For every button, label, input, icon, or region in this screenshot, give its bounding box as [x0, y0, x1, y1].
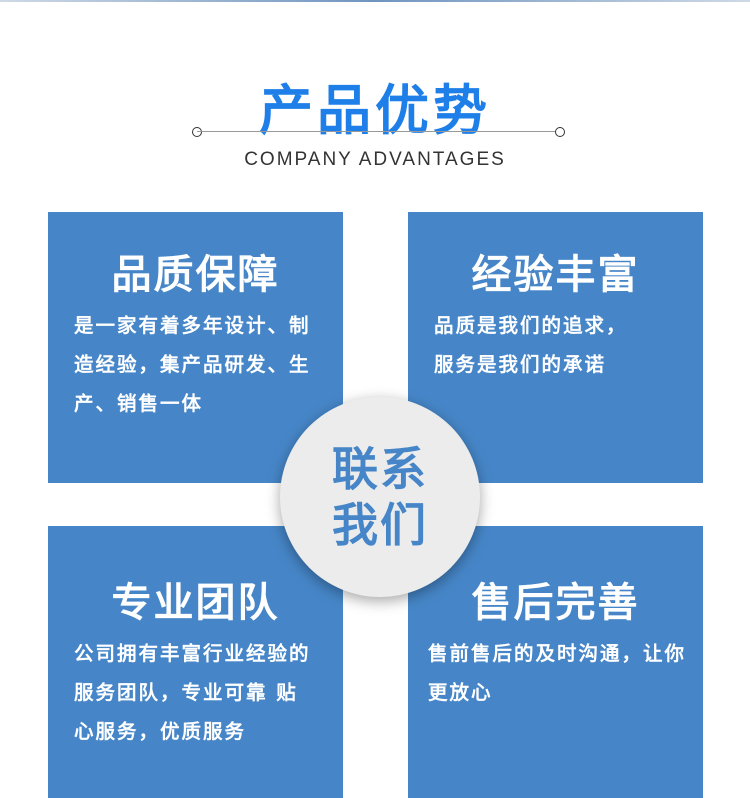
page-title: 产品优势	[259, 79, 491, 142]
card-text: 是一家有着多年设计、制造经验，集产品研发、生产、销售一体	[74, 314, 311, 415]
rule-dot-left	[192, 127, 202, 137]
title-rule	[197, 131, 561, 132]
page-subtitle: COMPANY ADVANTAGES	[244, 149, 506, 170]
rule-dot-right	[555, 127, 565, 137]
card-text: 品质是我们的追求，服务是我们的承诺	[434, 314, 628, 376]
card-title: 售后完善	[471, 580, 640, 626]
card-title: 专业团队	[111, 580, 280, 626]
contact-line2: 我们	[332, 498, 428, 552]
card-team: 专业团队 公司拥有丰富行业经验的服务团队，专业可靠 贴心服务，优质服务	[48, 526, 343, 798]
top-divider	[0, 0, 750, 2]
card-text: 公司拥有丰富行业经验的服务团队，专业可靠 贴心服务，优质服务	[74, 642, 311, 743]
card-title: 经验丰富	[471, 252, 640, 298]
card-quality: 品质保障 是一家有着多年设计、制造经验，集产品研发、生产、销售一体	[48, 212, 343, 483]
card-title: 品质保障	[111, 252, 280, 298]
card-text: 售前售后的及时沟通，让你更放心	[428, 642, 687, 704]
card-aftersales: 售后完善 售前售后的及时沟通，让你更放心	[408, 526, 703, 798]
contact-us-button[interactable]: 联系 我们	[280, 397, 480, 597]
contact-line1: 联系	[332, 442, 428, 496]
